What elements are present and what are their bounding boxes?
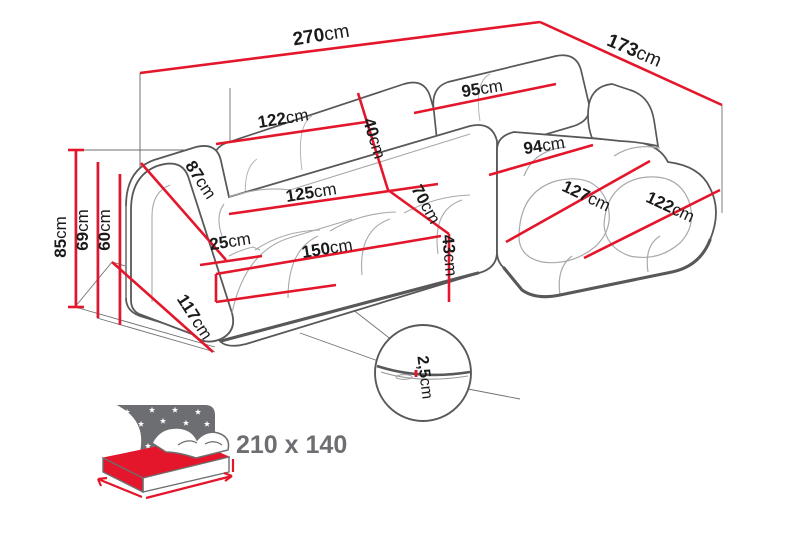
dimension-label-seat-width-upper: 125cm (284, 179, 337, 206)
dimline-95 (413, 82, 557, 115)
chaise-cushion-seams (518, 146, 693, 296)
dimension-label-backrest-width-right: 95cm (460, 76, 504, 101)
dimension-unit: cm (95, 209, 114, 232)
sofa-illustration (125, 54, 717, 347)
dimension-unit: cm (284, 105, 309, 127)
sleeping-area-icon (96, 405, 235, 500)
bed-shape (101, 427, 231, 494)
dimension-unit: cm (227, 229, 252, 251)
dimension-value: 25 (208, 232, 230, 254)
dimension-unit: cm (312, 179, 337, 201)
dimension-label-seat-height: 43cm (438, 234, 461, 277)
left-armrest (130, 162, 235, 343)
dimension-label-seat-top-height: 60cm (95, 209, 114, 251)
dimline-117 (111, 261, 214, 353)
dimension-value: 94 (522, 136, 544, 158)
dimension-value: 150 (300, 239, 331, 262)
dimension-value: 85 (51, 239, 70, 258)
dimline-125 (228, 182, 439, 216)
dimline-270 (139, 20, 541, 75)
dimension-value: 95 (460, 79, 482, 101)
dimension-value: 60 (95, 232, 114, 251)
dimension-unit: cm (328, 235, 353, 257)
sofa-base-shadow (219, 238, 712, 343)
dimension-label-backrest-width-left: 122cm (256, 105, 309, 132)
dimension-value: 122 (256, 109, 287, 132)
dimline-94 (488, 143, 594, 177)
dimension-unit: cm (440, 253, 461, 277)
dimline-40 (356, 92, 390, 191)
dimension-unit: cm (51, 216, 70, 239)
dimension-label-chaise-width-upper: 94cm (522, 133, 566, 158)
frame-thickness-detail (374, 324, 472, 422)
dimension-unit: cm (73, 209, 92, 232)
sleeping-area-size-label: 210 x 140 (236, 431, 347, 459)
dimension-label-arm-width: 25cm (208, 229, 252, 254)
bed-dimension-arrows (96, 459, 235, 500)
dimension-label-seat-width-lower: 150cm (300, 235, 353, 262)
dimension-lines (68, 20, 723, 353)
dimline-127 (505, 159, 651, 244)
chaise-back-hump (587, 83, 660, 148)
dimension-unit: cm (541, 133, 566, 155)
dimension-value: 69 (73, 232, 92, 251)
dimline-70 (387, 188, 450, 236)
dimline-seat-edge (215, 283, 337, 304)
dimension-value: 40 (359, 116, 383, 140)
dimline-173 (539, 20, 723, 107)
dimension-value: 125 (284, 183, 315, 206)
dimension-unit: cm (479, 76, 504, 98)
dimension-unit: cm (323, 21, 351, 46)
dimension-value: 43 (438, 234, 459, 255)
dimline-25 (199, 254, 263, 267)
dimension-label-back-height: 69cm (73, 209, 92, 251)
dimension-label-total-height: 85cm (51, 216, 70, 258)
dimline-122-chaise (583, 188, 721, 260)
dimension-label-overall-width: 270cm (291, 21, 351, 51)
dimline-150 (215, 234, 442, 276)
dimension-unit: cm (416, 377, 435, 400)
dimension-label-frame-thickness: 2,5cm (413, 355, 435, 400)
dimline-87 (140, 162, 227, 261)
left-armrest-seams (151, 184, 261, 302)
dimension-value: 2,5 (413, 355, 433, 379)
dimension-value: 270 (291, 25, 326, 51)
dimline-122-back (215, 120, 367, 146)
